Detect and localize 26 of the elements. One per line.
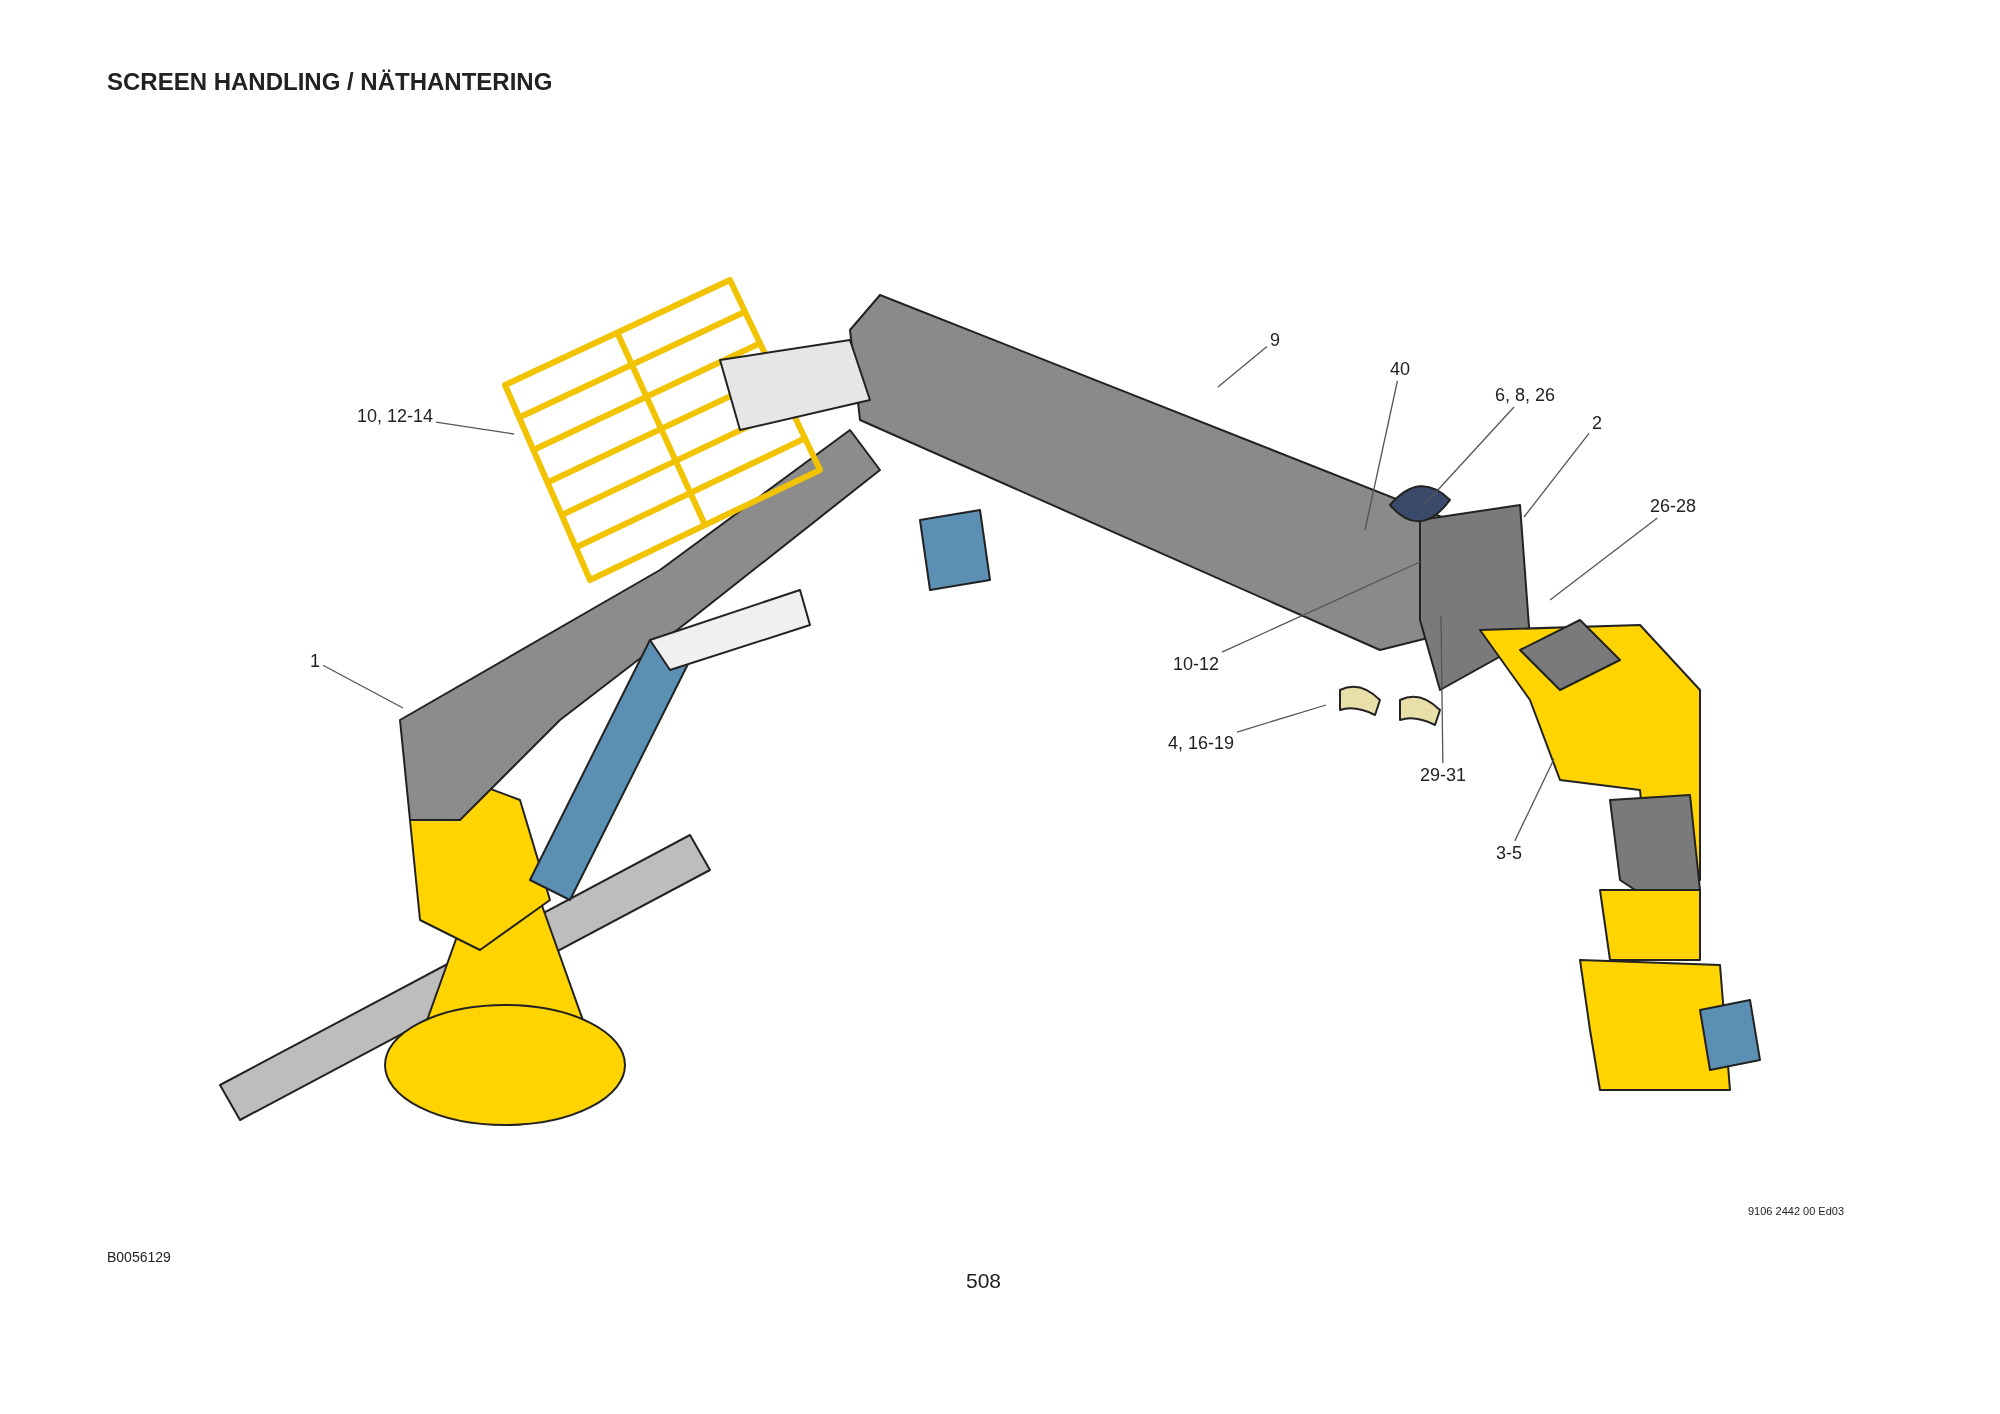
leader-line bbox=[1523, 432, 1590, 518]
callout-number: 4, 16-19 bbox=[1168, 734, 1235, 752]
leader-line bbox=[435, 421, 515, 435]
callout-number: 29-31 bbox=[1420, 766, 1467, 784]
leader-line bbox=[1549, 517, 1658, 601]
leader-line bbox=[1514, 758, 1555, 842]
callout-number: 9 bbox=[1270, 331, 1280, 349]
callout-number: 1 bbox=[310, 652, 320, 670]
callout-number: 10-12 bbox=[1173, 655, 1220, 673]
document-number: 9106 2442 00 Ed03 bbox=[1748, 1206, 1845, 1217]
leader-line bbox=[1364, 380, 1399, 531]
drawing-number: B0056129 bbox=[107, 1250, 171, 1264]
callout-number: 10, 12-14 bbox=[357, 407, 434, 425]
callout-number: 6, 8, 26 bbox=[1495, 386, 1556, 404]
leader-line bbox=[1440, 615, 1444, 764]
leader-line bbox=[1424, 406, 1515, 505]
callout-number: 40 bbox=[1390, 360, 1411, 378]
page-title: SCREEN HANDLING / NÄTHANTERING bbox=[107, 70, 553, 94]
callout-number: 2 bbox=[1592, 414, 1602, 432]
leader-line bbox=[1217, 345, 1268, 388]
callout-number: 3-5 bbox=[1496, 844, 1522, 862]
page-number: 508 bbox=[966, 1270, 1002, 1291]
leader-line bbox=[322, 664, 404, 709]
leader-line bbox=[1236, 704, 1327, 733]
leader-line bbox=[1221, 560, 1423, 653]
callout-number: 26-28 bbox=[1650, 497, 1697, 515]
